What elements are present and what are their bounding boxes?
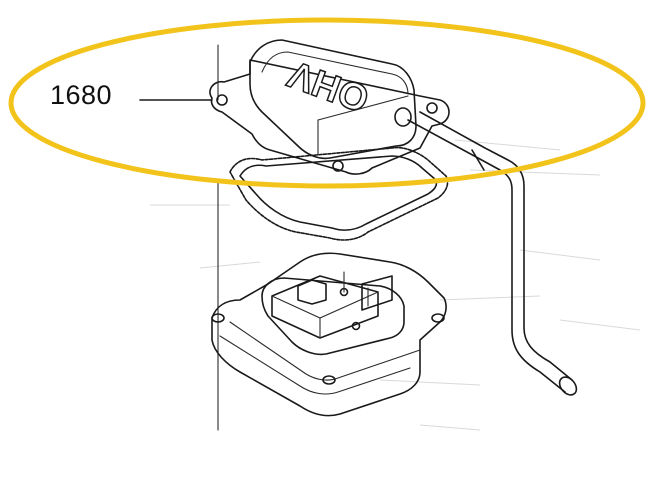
callout-highlight-ellipse xyxy=(8,17,646,189)
cover-embossed-text: OHV xyxy=(282,52,374,120)
cylinder-head xyxy=(211,252,447,417)
breather-tube xyxy=(407,111,578,396)
scan-ghost-marks xyxy=(150,139,641,431)
gasket xyxy=(229,146,449,241)
part-number-label: 1680 xyxy=(50,80,113,110)
